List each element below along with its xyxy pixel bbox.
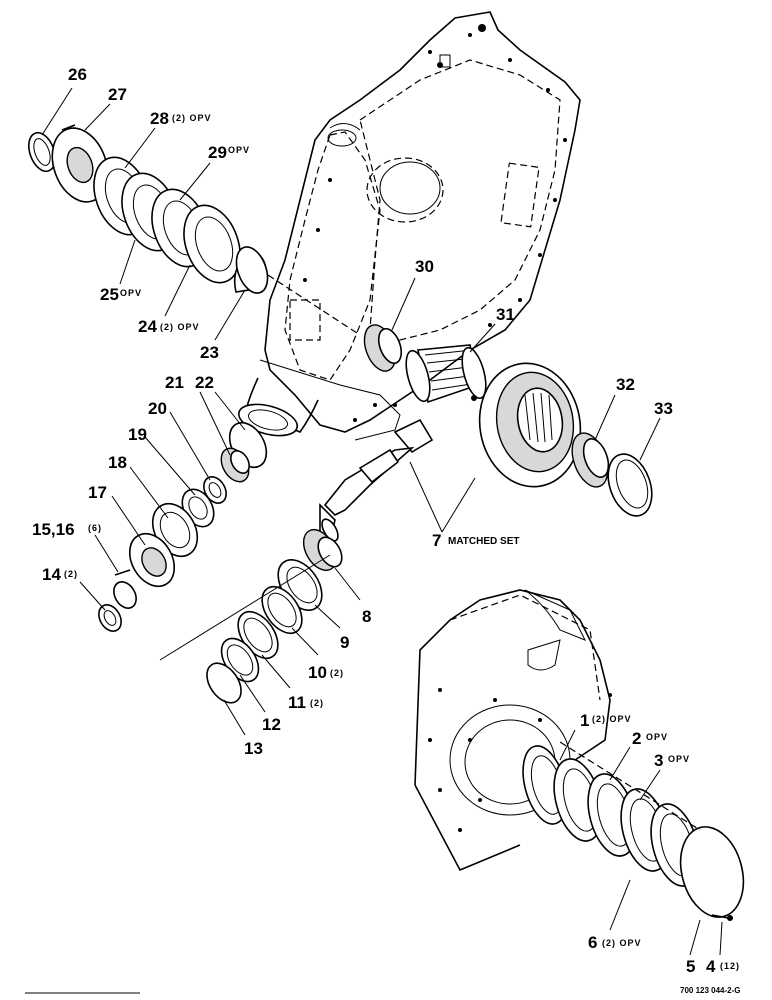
- label-6: 6: [588, 933, 597, 952]
- qty-11: (2): [310, 698, 324, 708]
- label-23: 23: [200, 343, 219, 362]
- label-17: 17: [88, 483, 107, 502]
- qty-29: OPV: [228, 145, 250, 155]
- lower-right-shim-stack: [522, 741, 745, 921]
- label-18: 18: [108, 453, 127, 472]
- label-33: 33: [654, 399, 673, 418]
- upper-shim-stack: [28, 124, 361, 336]
- label-11: 11: [288, 693, 306, 712]
- qty-10: (2): [330, 668, 344, 678]
- qty-14: (2): [64, 569, 78, 579]
- label-10: 10: [308, 663, 327, 682]
- matched-set-note: MATCHED SET: [448, 536, 519, 547]
- label-9: 9: [340, 633, 349, 652]
- qty-24: (2) OPV: [160, 322, 200, 332]
- pinion-shaft: [319, 418, 434, 542]
- label-19: 19: [128, 425, 147, 444]
- label-31: 31: [496, 305, 515, 324]
- qty-1: (2) OPV: [592, 714, 632, 724]
- bearing-32-ring-33: [571, 432, 653, 517]
- label-5: 5: [686, 957, 695, 976]
- label-26: 26: [68, 65, 87, 84]
- label-13: 13: [244, 739, 263, 758]
- qty-6: (2) OPV: [602, 938, 642, 948]
- label-24: 24: [138, 317, 157, 336]
- label-21: 21: [165, 373, 184, 392]
- label-28: 28: [150, 109, 169, 128]
- label-2: 2: [632, 729, 641, 748]
- lower-left-stack: [98, 421, 343, 704]
- label-14: 14: [42, 565, 61, 584]
- gearbox-housing: [237, 11, 581, 441]
- qty-28: (2) OPV: [172, 113, 212, 123]
- label-8: 8: [362, 607, 371, 626]
- label-30: 30: [415, 257, 434, 276]
- qty-25: OPV: [120, 288, 142, 298]
- label-1: 1: [580, 711, 589, 730]
- bevel-gear: [478, 362, 582, 488]
- label-27: 27: [108, 85, 127, 104]
- qty-4: (12): [720, 961, 740, 971]
- label-22: 22: [195, 373, 214, 392]
- label-15-16: 15,16: [32, 520, 75, 539]
- leader-lines: [41, 87, 723, 956]
- qty-15-16: (6): [88, 523, 102, 533]
- label-4: 4: [706, 957, 716, 976]
- pinion-bearing-and-gear: [363, 324, 487, 404]
- qty-3: OPV: [668, 754, 690, 764]
- label-20: 20: [148, 399, 167, 418]
- label-25: 25: [100, 285, 119, 304]
- lower-housing: [414, 589, 612, 872]
- part-labels: 26 27 28 (2) OPV 29 OPV 25 OPV 24 (2) OP…: [32, 65, 741, 995]
- qty-2: OPV: [646, 732, 668, 742]
- label-3: 3: [654, 751, 663, 770]
- label-32: 32: [616, 375, 635, 394]
- label-7: 7: [432, 531, 441, 550]
- figure-reference: 700 123 044-2-G: [680, 986, 741, 995]
- label-29: 29: [208, 143, 227, 162]
- label-12: 12: [262, 715, 281, 734]
